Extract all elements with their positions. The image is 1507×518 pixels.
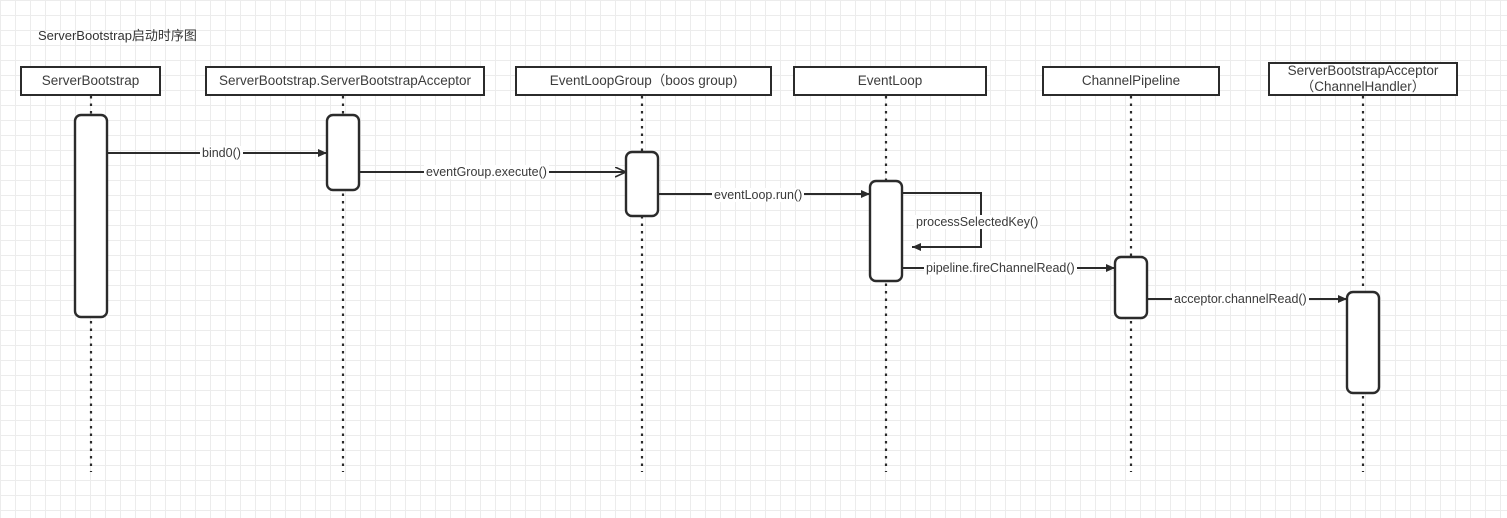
activation-bar-server-bootstrap-acceptor-inner[interactable]: [325, 113, 361, 192]
activation-bar-server-bootstrap-acceptor[interactable]: [1345, 290, 1381, 395]
message-label-msg-event-loop-run: eventLoop.run(): [712, 188, 805, 202]
activation-bars-group: [73, 113, 1381, 395]
message-label-msg-acceptor-channel-read: acceptor.channelRead(): [1172, 292, 1309, 306]
activation-bar-channel-pipeline[interactable]: [1113, 255, 1149, 320]
participant-label: ServerBootstrap.ServerBootstrapAcceptor: [218, 73, 472, 88]
participant-label: EventLoopGroup（boos group): [549, 73, 738, 88]
activation-bar-event-loop-group[interactable]: [624, 150, 660, 218]
participant-box-event-loop-group[interactable]: EventLoopGroup（boos group): [515, 66, 772, 96]
message-label-msg-event-group-execute: eventGroup.execute(): [424, 165, 549, 179]
participant-label: ServerBootstrapAcceptor （ChannelHandler）: [1287, 63, 1439, 94]
participant-label: ChannelPipeline: [1081, 73, 1181, 88]
diagram-title: ServerBootstrap启动时序图: [38, 28, 197, 43]
participant-box-channel-pipeline[interactable]: ChannelPipeline: [1042, 66, 1220, 96]
participant-box-server-bootstrap-acceptor-inner[interactable]: ServerBootstrap.ServerBootstrapAcceptor: [205, 66, 485, 96]
activation-bar-server-bootstrap[interactable]: [73, 113, 109, 319]
participant-label: ServerBootstrap: [41, 73, 140, 88]
participant-box-server-bootstrap[interactable]: ServerBootstrap: [20, 66, 161, 96]
message-label-msg-bind0: bind0(): [200, 146, 243, 160]
participant-label: EventLoop: [857, 73, 923, 88]
message-arrows-group: [107, 149, 1347, 303]
message-label-msg-pipeline-fire-channel-read: pipeline.fireChannelRead(): [924, 261, 1077, 275]
activation-bar-event-loop[interactable]: [868, 179, 904, 283]
message-label-msg-process-selected-key: processSelectedKey(): [914, 215, 1041, 229]
participant-box-server-bootstrap-acceptor[interactable]: ServerBootstrapAcceptor （ChannelHandler）: [1268, 62, 1458, 96]
participant-box-event-loop[interactable]: EventLoop: [793, 66, 987, 96]
